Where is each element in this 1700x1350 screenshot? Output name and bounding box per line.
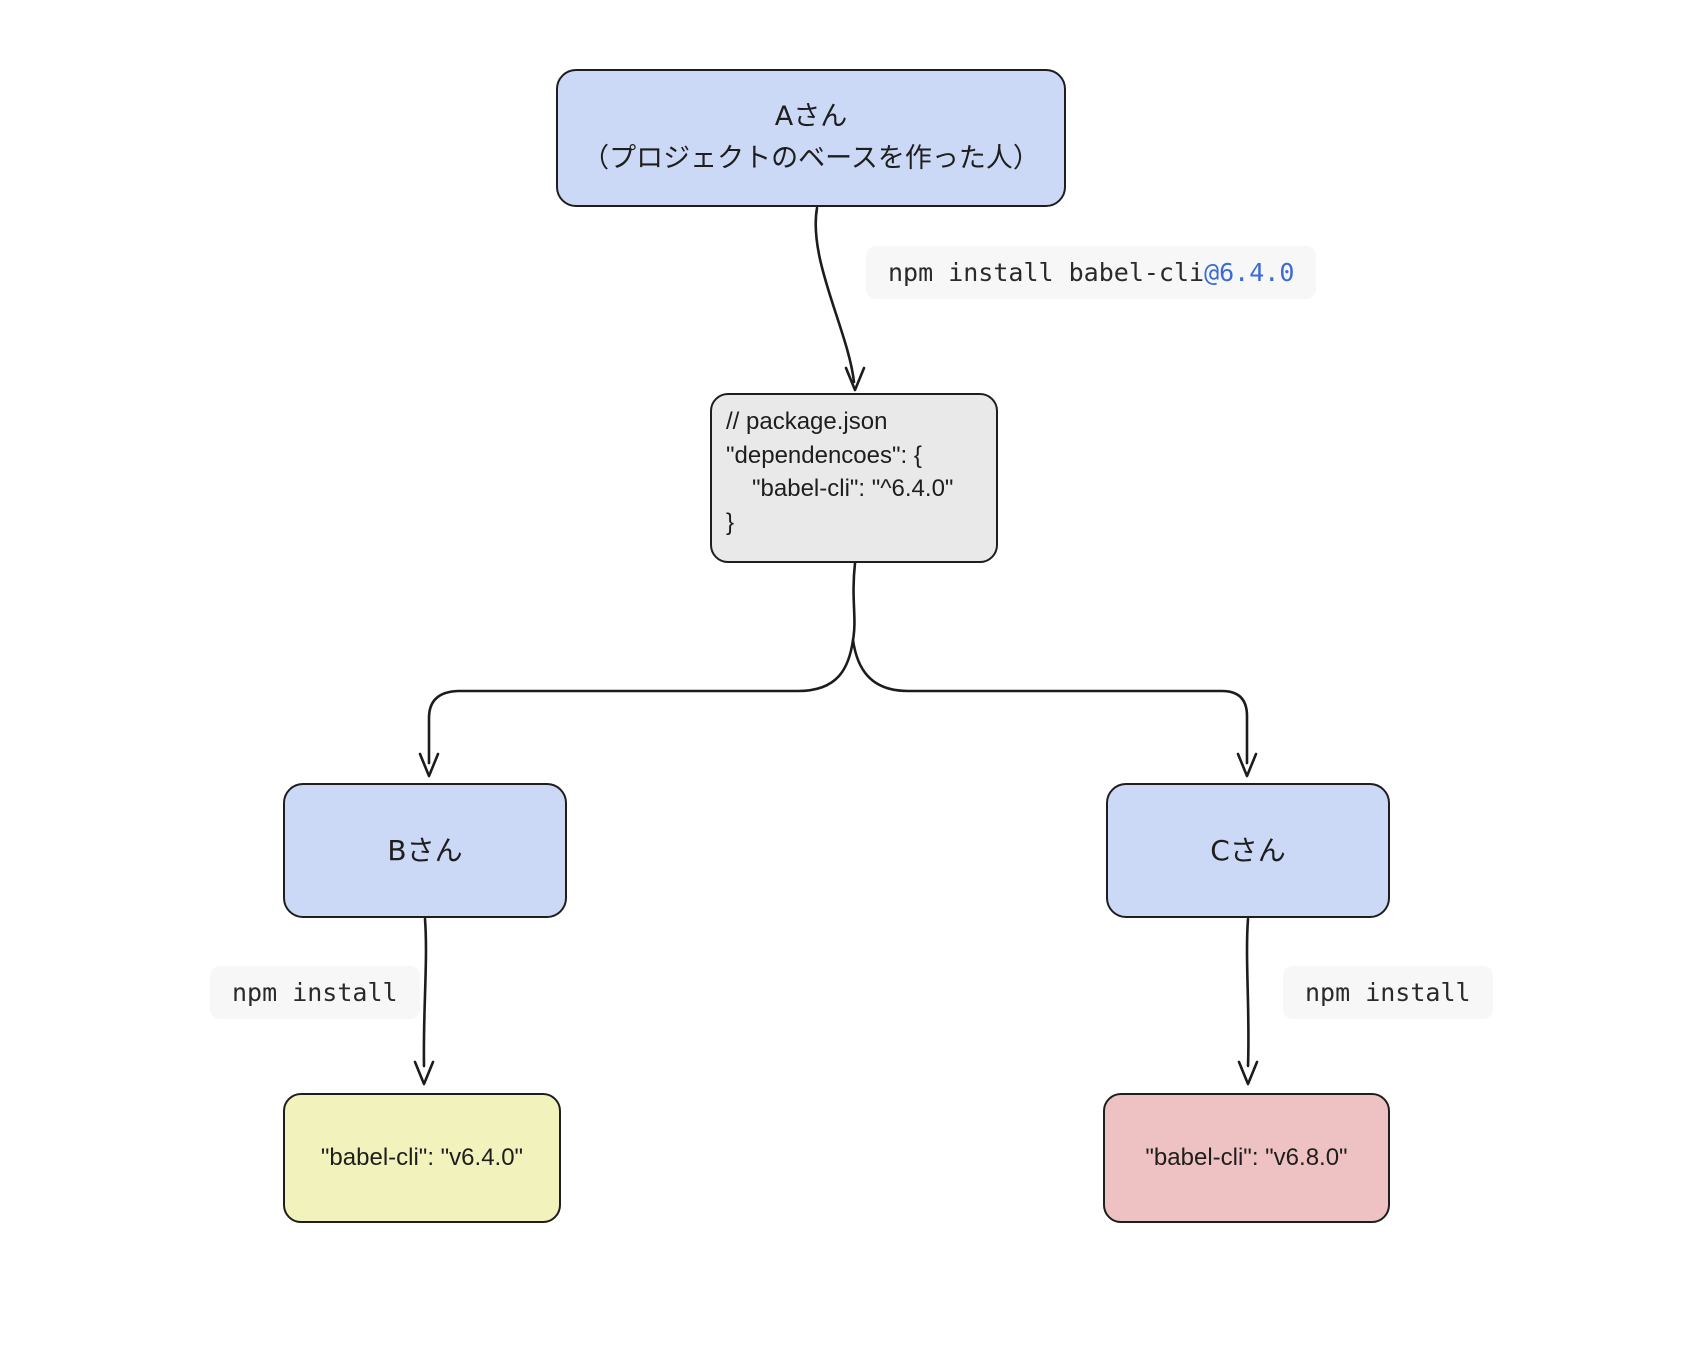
- edge-label-b-to-result: npm install: [210, 966, 420, 1019]
- result-c-text: "babel-cli": "v6.8.0": [1145, 1144, 1348, 1171]
- edge-label-a-to-package: npm install babel-cli@6.4.0: [866, 246, 1317, 299]
- arrow-package-to-c: [851, 638, 1249, 765]
- package-json-line-dependencies: "dependencoes": {: [726, 441, 922, 469]
- package-json-line-babel-cli: "babel-cli": "^6.4.0": [752, 475, 954, 503]
- arrow-package-to-b: [427, 561, 857, 765]
- node-result-c-version: "babel-cli": "v6.8.0": [1103, 1093, 1390, 1223]
- node-person-c: Cさん: [1106, 783, 1390, 918]
- arrow-b-to-result: [422, 917, 428, 1068]
- edge-label-a-version: @6.4.0: [1204, 258, 1295, 287]
- edge-label-c-to-result: npm install: [1283, 966, 1493, 1019]
- node-a-subtitle: （プロジェクトのベースを作った人）: [582, 143, 1040, 174]
- node-c-title: Cさん: [1210, 833, 1286, 867]
- node-result-b-version: "babel-cli": "v6.4.0": [283, 1093, 561, 1223]
- node-person-a: Aさん （プロジェクトのベースを作った人）: [556, 69, 1066, 207]
- arrowhead-a-to-package: [844, 366, 866, 392]
- node-a-title: Aさん: [774, 101, 848, 133]
- edge-label-b-command: npm install: [232, 978, 398, 1007]
- result-b-text: "babel-cli": "v6.4.0": [320, 1144, 524, 1171]
- arrow-c-to-result: [1245, 917, 1250, 1068]
- node-b-title: Bさん: [387, 833, 463, 867]
- edge-label-c-command: npm install: [1305, 978, 1471, 1007]
- arrowhead-package-to-c: [1236, 752, 1258, 778]
- arrow-a-to-package: [814, 206, 856, 384]
- edge-label-a-command: npm install babel-cli: [888, 258, 1205, 287]
- arrowhead-package-to-b: [418, 752, 440, 778]
- node-person-b: Bさん: [283, 783, 567, 918]
- arrowhead-b-to-result: [413, 1060, 435, 1086]
- package-json-line-comment: // package.json: [726, 408, 888, 435]
- package-json-line-close-brace: }: [726, 508, 735, 536]
- arrowhead-c-to-result: [1237, 1060, 1259, 1086]
- node-package-json: // package.json "dependencoes": { "babel…: [710, 393, 998, 563]
